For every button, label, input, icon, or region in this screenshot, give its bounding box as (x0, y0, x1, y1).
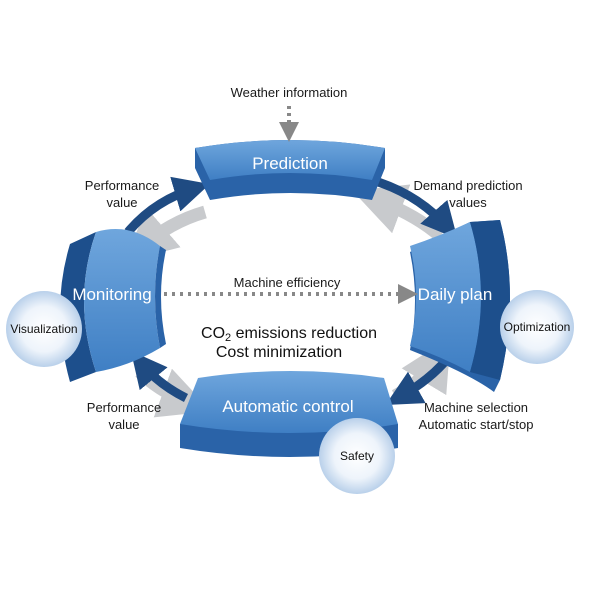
gray-arrow-dailyplan-to-prediction (352, 184, 445, 241)
segment-automatic-control-label: Automatic control (222, 397, 353, 416)
center-goal-line2: Cost minimization (216, 344, 342, 361)
segment-daily-plan-edge (470, 220, 510, 380)
bubble-optimization-circle (500, 290, 574, 364)
bubble-optimization: Optimization (500, 290, 574, 364)
co2-suffix: emissions reduction (231, 325, 377, 342)
machine-selection-label: Machine selection (424, 400, 528, 415)
navy-arrow-prediction-to-dailyplan (376, 177, 458, 239)
segment-daily-plan-label: Daily plan (418, 285, 493, 304)
segment-automatic-control-top (180, 371, 398, 433)
segment-monitoring-top (84, 229, 160, 372)
bubble-safety: Safety (319, 418, 395, 494)
center-goal-line1: CO2 emissions reduction (201, 325, 377, 344)
automatic-start-stop-label: Automatic start/stop (419, 417, 534, 432)
navy-arrow-monitoring-to-prediction (124, 176, 210, 235)
machine-efficiency-label: Machine efficiency (234, 275, 341, 290)
weather-information-label: Weather information (231, 85, 348, 100)
bubble-visualization: Visualization (6, 291, 82, 367)
bubble-visualization-label: Visualization (10, 322, 77, 336)
performance-value-top-line2: value (106, 195, 137, 210)
segment-monitoring-inner (155, 246, 166, 348)
bubble-safety-circle (319, 418, 395, 494)
navy-arrow-automatic-to-monitoring (130, 350, 189, 403)
segment-monitoring: Monitoring (60, 229, 166, 382)
performance-value-top-line1: Performance (85, 178, 159, 193)
bubble-visualization-circle (6, 291, 82, 367)
segment-prediction: Prediction (195, 140, 385, 200)
performance-value-bottom-line1: Performance (87, 400, 161, 415)
segment-daily-plan-top (410, 222, 481, 372)
demand-prediction-label-line1: Demand prediction (413, 178, 522, 193)
machine-efficiency-label-bg (216, 274, 358, 291)
navy-arrow-dailyplan-to-automatic (385, 355, 452, 406)
segment-daily-plan: Daily plan (410, 220, 510, 392)
bubble-optimization-label: Optimization (504, 320, 571, 334)
segment-monitoring-label: Monitoring (72, 285, 151, 304)
co2-prefix: CO (201, 325, 225, 342)
dotted-arrows (164, 106, 418, 304)
bubble-safety-label: Safety (340, 449, 374, 463)
segment-prediction-top (195, 140, 385, 180)
performance-value-bottom-line2: value (108, 417, 139, 432)
demand-prediction-label-line2: values (449, 195, 487, 210)
co2-subscript: 2 (225, 332, 231, 344)
segment-prediction-label: Prediction (252, 154, 328, 173)
